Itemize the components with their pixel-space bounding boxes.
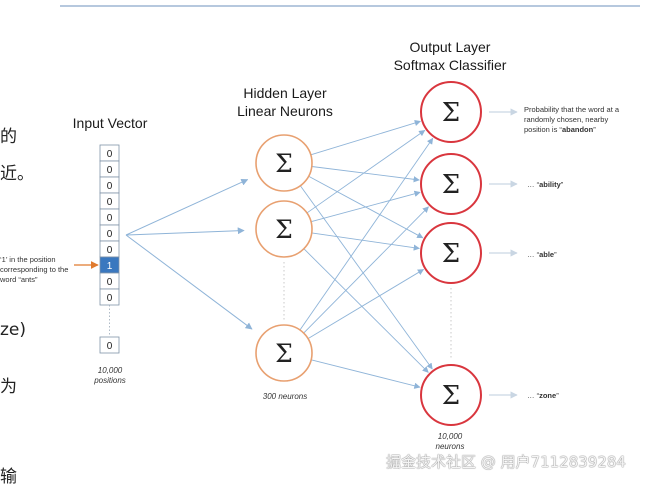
input-vector-cell-value: 0 <box>107 149 113 160</box>
hidden-to-output-arrow <box>310 119 421 156</box>
hidden-to-output-arrow <box>311 359 421 389</box>
one-hot-annotation: ‘1’ in the position corresponding to the… <box>0 255 69 284</box>
output-label-word: zone <box>539 391 557 400</box>
output-label-suffix: ” <box>560 180 564 189</box>
output-neuron-sigma: Σ <box>442 170 460 200</box>
output-neuron <box>420 364 482 426</box>
left-text-fragment: 输 <box>0 467 17 487</box>
left-text-fragment: ze) <box>0 320 27 340</box>
hidden-neuron-sigma: Σ <box>275 339 293 368</box>
output-label-word: able <box>539 250 555 259</box>
hidden-neuron <box>255 200 313 258</box>
input-to-hidden-arrow <box>125 234 253 330</box>
output-label-1: … “ability” <box>527 180 563 190</box>
left-text-fragment: 近。 <box>0 164 34 184</box>
input-vector-cell-value: 0 <box>107 277 113 288</box>
output-neuron-caption: 10,000 neurons <box>435 432 465 451</box>
output-layer-title: Output Layer Softmax Classifier <box>393 39 507 73</box>
output-label-suffix: ” <box>593 125 596 134</box>
hidden-to-output-arrow <box>310 190 421 223</box>
output-neuron-sigma: Σ <box>442 239 460 269</box>
input-vector-cell-value: 1 <box>107 261 113 272</box>
output-label-2: … “able” <box>527 250 557 260</box>
input-vector-cell-value: 0 <box>107 293 113 304</box>
input-vector-cell-value: 0 <box>107 165 113 176</box>
input-vector-title: Input Vector <box>72 115 148 131</box>
hidden-neuron <box>255 134 313 192</box>
input-vector-cell-value: 0 <box>107 181 113 192</box>
hidden-neuron <box>255 324 313 382</box>
hidden-to-output-arrow <box>306 129 426 214</box>
hidden-to-output-arrow <box>311 166 420 183</box>
hidden-to-output-arrow <box>299 137 434 331</box>
input-vector-cell-value: 0 <box>107 197 113 208</box>
hidden-to-output-arrow <box>303 206 429 334</box>
input-vector-cell <box>99 336 120 354</box>
output-neuron <box>420 81 482 143</box>
left-text-fragment: 为 <box>0 377 17 397</box>
output-label-suffix: ” <box>556 391 559 400</box>
output-label-prefix: … “ <box>527 250 540 259</box>
hidden-layer-title: Hidden Layer Linear Neurons <box>237 85 333 119</box>
output-label-prefix: … “ <box>527 391 540 400</box>
output-label-suffix: ” <box>554 250 557 259</box>
left-text-fragment: 的 <box>0 127 17 147</box>
output-label-word: ability <box>539 180 561 189</box>
output-neuron <box>420 153 482 215</box>
input-count-caption: 10,000 positions <box>94 366 126 385</box>
hidden-to-output-arrow <box>311 232 420 251</box>
input-vector-cell-value: 0 <box>107 213 113 224</box>
output-label-0: Probability that the word at a randomly … <box>524 95 619 135</box>
output-label-3: … “zone” <box>527 391 559 401</box>
watermark: 掘金技术社区 @ 用户7112839284 <box>386 453 626 471</box>
hidden-to-output-arrow <box>299 185 433 370</box>
hidden-neuron-sigma: Σ <box>275 149 293 178</box>
hidden-to-output-arrow <box>307 269 425 340</box>
output-neuron-sigma: Σ <box>442 381 460 411</box>
output-label-prefix: Probability that the word at a randomly … <box>524 105 620 134</box>
output-label-prefix: … “ <box>527 180 540 189</box>
hidden-to-output-arrow <box>303 248 429 373</box>
input-to-hidden-arrow <box>125 227 245 236</box>
input-vector-cell-value: 0 <box>107 229 113 240</box>
input-vector-cell-value: 0 <box>107 245 113 256</box>
hidden-neuron-sigma: Σ <box>275 215 293 244</box>
output-neuron <box>420 222 482 284</box>
hidden-neuron-caption: 300 neurons <box>262 392 308 401</box>
output-label-word: abandon <box>561 125 594 134</box>
input-vector-cell-value: 0 <box>107 341 113 352</box>
output-neuron-sigma: Σ <box>442 98 460 128</box>
input-to-hidden-arrow <box>125 179 249 236</box>
